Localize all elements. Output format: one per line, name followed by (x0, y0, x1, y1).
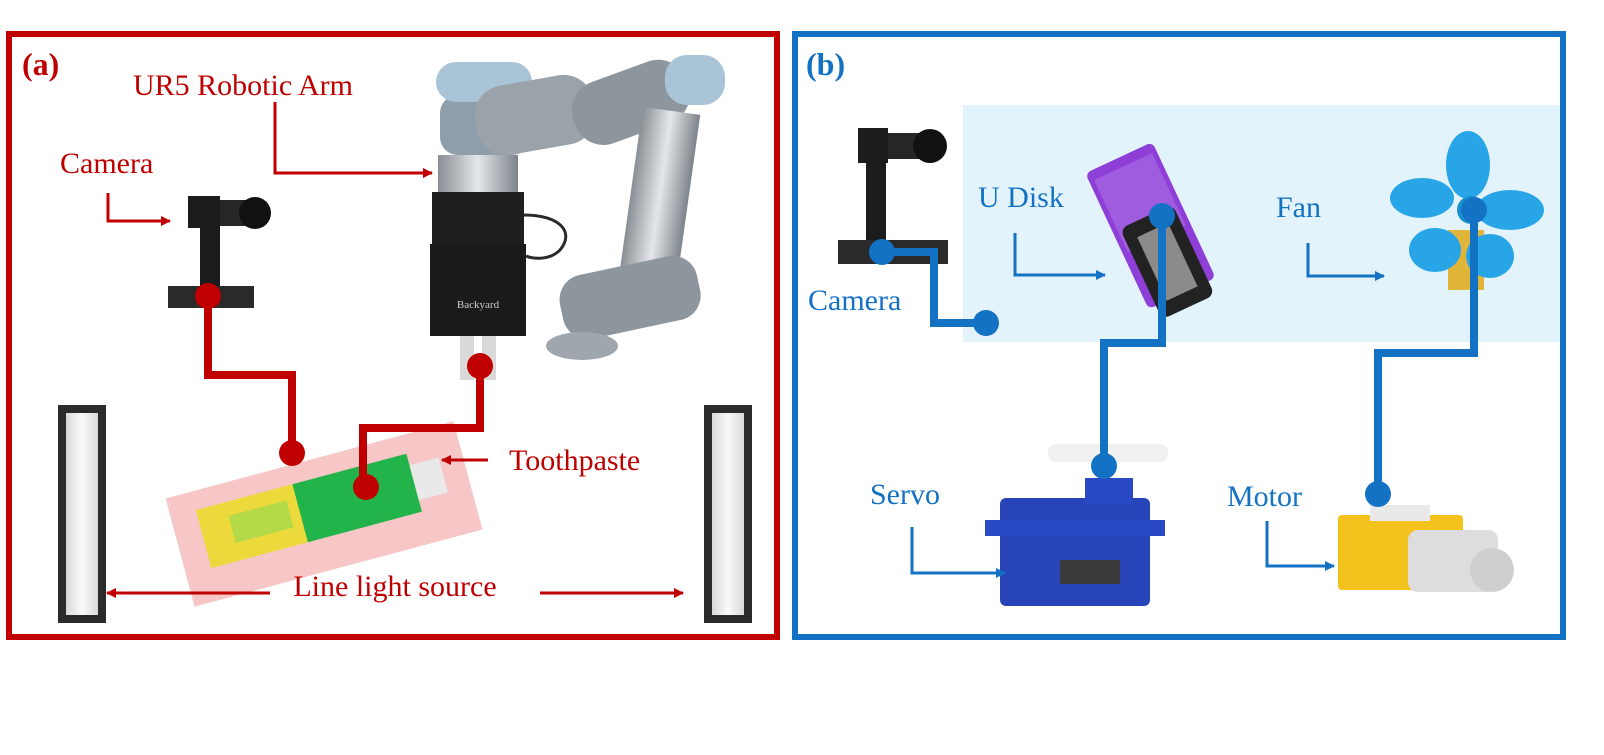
toothpaste-grip-node (353, 474, 379, 500)
motor-icon (1338, 505, 1514, 592)
camera-to-region-connector (882, 248, 986, 327)
region-node (973, 310, 999, 336)
panel-a-tag: (a) (22, 46, 59, 82)
motor-node (1365, 481, 1391, 507)
robotic-arm-icon: Backyard (430, 55, 725, 380)
camera-label-a: Camera (60, 147, 153, 180)
udisk-node (1149, 203, 1175, 229)
panel-b-frame (792, 31, 1566, 640)
fan-to-motor-connector (1374, 210, 1478, 494)
servo-label: Servo (870, 478, 940, 511)
gripper-connector-node (467, 353, 493, 379)
panel-a-frame (6, 31, 780, 640)
toothpaste-icon (195, 453, 448, 569)
panel-b-tag: (b) (806, 46, 845, 82)
line-light-icon (704, 405, 752, 623)
gripper-brand-label: Backyard (457, 299, 500, 311)
fan-label: Fan (1276, 191, 1321, 224)
udisk-to-servo-connector (1100, 216, 1166, 466)
panel-a: (a) (6, 31, 780, 640)
camera-icon (168, 196, 271, 308)
panel-b: (b) (792, 31, 1566, 640)
toothpaste-connector-node (279, 440, 305, 466)
camera-icon (838, 128, 948, 264)
servo-icon (985, 444, 1168, 606)
u-disk-arrow (1013, 233, 1106, 280)
light-source-label: Line light source (293, 570, 496, 603)
toothpaste-label: Toothpaste (509, 444, 640, 477)
motor-arrow (1265, 521, 1335, 571)
u-disk-label: U Disk (978, 181, 1064, 214)
servo-arrow (910, 527, 1006, 578)
robotic-arm-arrow (273, 102, 433, 178)
camera-to-toothpaste-connector (204, 296, 296, 453)
fan-arrow (1306, 243, 1385, 281)
camera-arrow-a (106, 193, 171, 226)
motor-label: Motor (1227, 480, 1302, 513)
camera-node-b (869, 239, 895, 265)
gripper-to-toothpaste-connector (359, 366, 484, 487)
line-light-icon (58, 405, 106, 623)
servo-node (1091, 453, 1117, 479)
robotic-arm-label: UR5 Robotic Arm (133, 69, 353, 102)
fan-node (1461, 197, 1487, 223)
camera-label-b: Camera (808, 284, 901, 317)
camera-connector-node (195, 283, 221, 309)
